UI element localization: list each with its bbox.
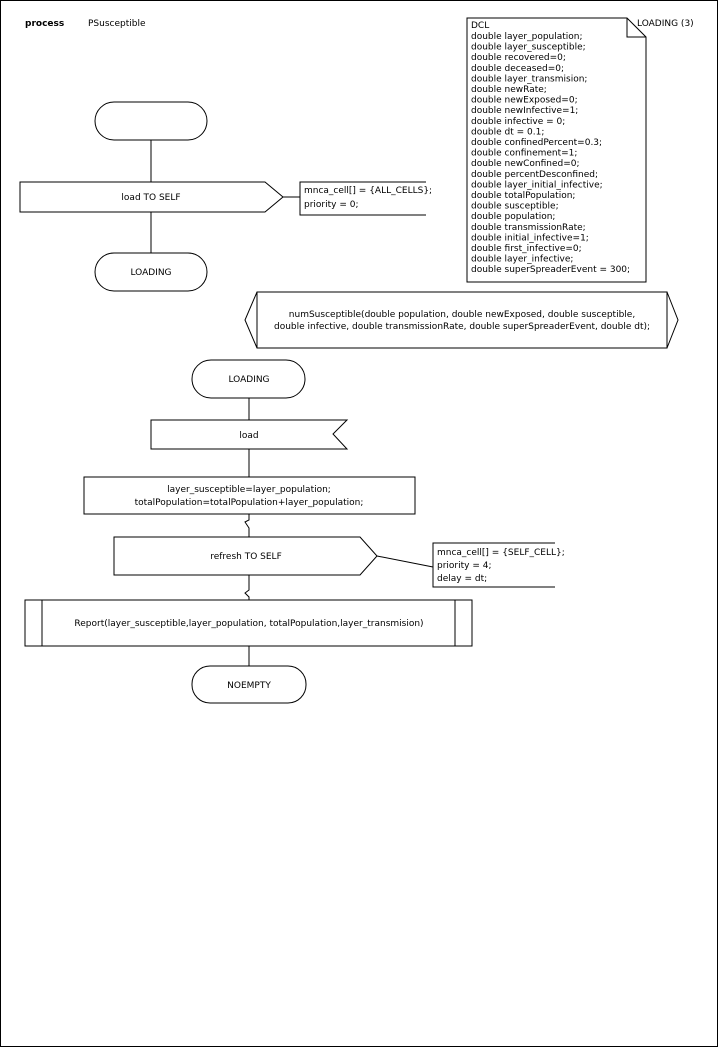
dcl-line: double newInfective=1; (471, 106, 578, 116)
start-symbol[interactable] (94, 101, 208, 141)
output-symbol-refresh[interactable] (113, 536, 378, 576)
dcl-line: double deceased=0; (471, 64, 564, 74)
task-line-0: layer_susceptible=layer_population; (167, 485, 331, 495)
page-label: LOADING (3) (637, 19, 694, 29)
dcl-line: double newRate; (471, 85, 547, 95)
dcl-line: double population; (471, 212, 555, 222)
dcl-title: DCL (471, 21, 489, 31)
dcl-line: double initial_infective=1; (471, 233, 589, 243)
comment-2-line-2: delay = dt; (437, 574, 487, 584)
procedure-declaration-symbol[interactable] (244, 291, 668, 349)
dcl-line: double confinedPercent=0.3; (471, 138, 602, 148)
dcl-line: double layer_initial_infective; (471, 180, 603, 190)
procedure-call-symbol[interactable] (24, 599, 473, 647)
dcl-line: double superSpreaderEvent = 300; (471, 265, 630, 275)
flow-line (244, 514, 250, 537)
procedure-call-label: Report(layer_susceptible,layer_populatio… (74, 619, 423, 629)
state-label-3: NOEMPTY (227, 681, 271, 691)
state-symbol-loading[interactable] (94, 252, 208, 292)
dcl-line: double layer_infective; (471, 255, 573, 265)
dcl-line: double newConfined=0; (471, 159, 580, 169)
output-label-load: load TO SELF (121, 193, 180, 203)
comment-connector (376, 555, 434, 568)
comment-bracket-1 (299, 181, 426, 216)
state-symbol-noempty[interactable] (191, 665, 307, 704)
comment-2-line-0: mnca_cell[] = {SELF_CELL}; (437, 548, 565, 558)
dcl-line: double dt = 0.1; (471, 127, 544, 137)
process-name: PSusceptible (88, 19, 146, 29)
task-line-1: totalPopulation=totalPopulation+layer_po… (135, 498, 364, 508)
dcl-line: double susceptible; (471, 202, 559, 212)
input-symbol-load[interactable] (150, 419, 349, 450)
procedure-declaration-edge (666, 291, 679, 349)
comment-2-line-1: priority = 4; (437, 561, 492, 571)
comment-bracket-2 (432, 542, 555, 588)
dcl-line: double layer_transmision; (471, 74, 587, 84)
state-label: LOADING (130, 268, 171, 278)
procedure-decl-line-1: double infective, double transmissionRat… (274, 322, 650, 332)
output-symbol-load[interactable] (19, 181, 284, 213)
dcl-line: double infective = 0; (471, 117, 565, 127)
task-symbol[interactable] (83, 476, 416, 515)
comment-1-line-1: priority = 0; (304, 200, 359, 210)
procedure-decl-line-0: numSusceptible(double population, double… (289, 310, 635, 320)
dcl-line: double layer_susceptible; (471, 43, 586, 53)
comment-1-line-0: mnca_cell[] = {ALL_CELLS}; (304, 186, 432, 196)
dcl-line: double transmissionRate; (471, 223, 586, 233)
dcl-declarations: double layer_population;double layer_sus… (471, 32, 630, 275)
state-label-2: LOADING (228, 375, 269, 385)
process-keyword: process (25, 19, 64, 29)
dcl-text-symbol (466, 17, 647, 283)
dcl-fold (626, 18, 646, 38)
dcl-line: double newExposed=0; (471, 96, 578, 106)
dcl-line: double first_infective=0; (471, 244, 582, 254)
dcl-line: double percentDesconfined; (471, 170, 598, 180)
input-label: load (239, 431, 258, 441)
dcl-line: double confinement=1; (471, 149, 577, 159)
dcl-line: double layer_population; (471, 32, 583, 42)
dcl-line: double totalPopulation; (471, 191, 575, 201)
output-label-refresh: refresh TO SELF (210, 552, 282, 562)
flow-line (244, 575, 250, 600)
dcl-line: double recovered=0; (471, 53, 566, 63)
